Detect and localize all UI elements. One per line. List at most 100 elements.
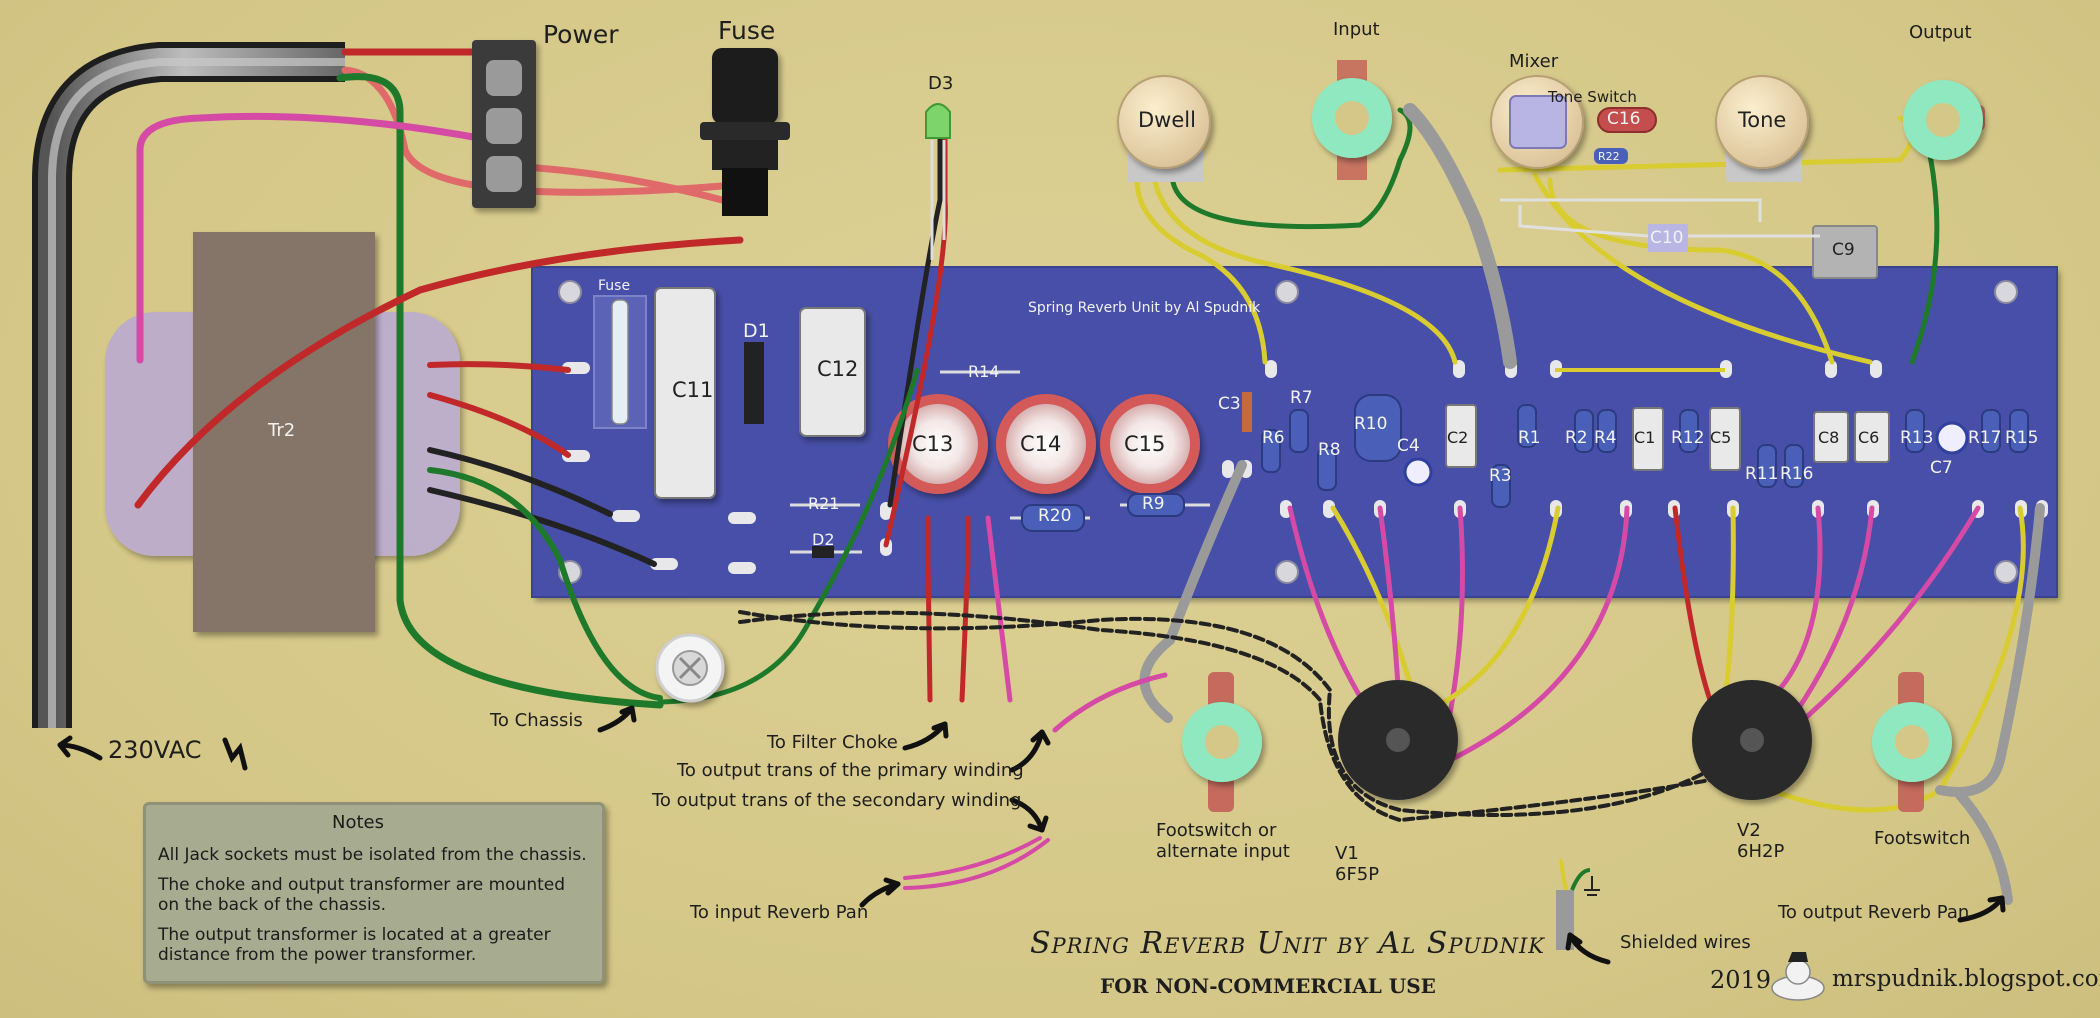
resistor-r7 [1289, 409, 1309, 453]
label-to-input-reverb: To input Reverb Pan [690, 902, 869, 923]
notes-line-1: All Jack sockets must be isolated from t… [158, 845, 587, 865]
power-switch [472, 40, 536, 208]
pcb-label-r2: R2 [1565, 428, 1588, 448]
footswitch-jack [1872, 672, 1952, 812]
label-v2-type: 6H2P [1737, 841, 1785, 862]
pcb-label-r11: R11 [1745, 464, 1779, 484]
power-transformer-tr2 [105, 232, 460, 632]
label-dwell: Dwell [1138, 108, 1196, 132]
label-to-output-reverb: To output Reverb Pan [1778, 902, 1970, 923]
pcb-label-r16: R16 [1780, 464, 1814, 484]
capacitor-c5 [1709, 407, 1741, 471]
notes-title: Notes [332, 812, 384, 833]
resistor-r6 [1261, 429, 1281, 473]
pcb-label-r7: R7 [1290, 388, 1313, 408]
tone-pot [1715, 75, 1809, 182]
label-v2: V2 [1737, 820, 1761, 841]
resistor-r9 [1127, 493, 1185, 517]
capacitor-c11 [654, 287, 716, 499]
pointer-arrows [57, 705, 2006, 965]
mains-cable [32, 42, 345, 728]
resistor-r16 [1784, 444, 1804, 488]
label-c16: C16 [1607, 109, 1641, 129]
label-shielded-wires: Shielded wires [1620, 932, 1751, 953]
pcb-resistors [1261, 394, 2029, 508]
pcb-label-c7: C7 [1930, 458, 1953, 478]
label-input: Input [1333, 19, 1380, 40]
bridge-rectifier-d1 [744, 342, 764, 424]
label-r22: R22 [1598, 150, 1620, 163]
resistor-r12 [1679, 409, 1699, 453]
notes-line-2b: on the back of the chassis. [158, 895, 387, 915]
led-d3 [925, 103, 951, 260]
pcb-label-c8: C8 [1818, 428, 1840, 447]
capacitor-c6 [1854, 411, 1890, 463]
mixer-pot [1490, 75, 1584, 169]
pcb-label-r13: R13 [1900, 428, 1934, 448]
footswitch-alt-jack [1182, 672, 1262, 812]
notes-box: Notes All Jack sockets must be isolated … [143, 802, 605, 984]
license-text: FOR NON-COMMERCIAL USE [1100, 974, 1436, 998]
label-to-chassis: To Chassis [490, 710, 583, 731]
diagram-title: Spring Reverb Unit by Al Spudnik [1030, 926, 1545, 961]
pcb-label-d1: D1 [743, 320, 770, 342]
input-jack [1312, 60, 1392, 180]
resistor-r1 [1517, 404, 1537, 448]
resistor-r11 [1757, 444, 1777, 488]
capacitor-c12 [799, 307, 866, 437]
pcb-label-r14: R14 [968, 362, 1000, 381]
pcb-label-c2: C2 [1447, 428, 1469, 447]
label-to-output-primary: To output trans of the primary winding [677, 760, 1024, 781]
resistor-r13 [1905, 409, 1925, 453]
pcb-label-r15: R15 [2005, 428, 2039, 448]
capacitor-c2 [1445, 404, 1477, 468]
label-c10: C10 [1650, 228, 1684, 248]
resistor-r15 [2009, 409, 2029, 453]
pcb-label-r12: R12 [1671, 428, 1705, 448]
year-label: 2019 [1710, 966, 1772, 994]
output-jack [1903, 80, 1985, 160]
pcb-label-r3: R3 [1489, 466, 1512, 486]
label-to-output-secondary: To output trans of the secondary winding [652, 790, 1022, 811]
diode-d2 [812, 546, 834, 558]
chassis-ground-screw [655, 633, 725, 703]
wires [134, 48, 2045, 905]
pcb-label-c11: C11 [672, 378, 714, 402]
resistor-r20 [1021, 504, 1085, 532]
resistor-r8 [1317, 447, 1337, 491]
pcb-label-c12: C12 [817, 357, 859, 381]
fuse-holder [700, 48, 790, 216]
pcb-label-r21: R21 [808, 494, 840, 513]
pcb-label-r6: R6 [1262, 428, 1285, 448]
pcb-label-r10: R10 [1354, 414, 1388, 434]
website-label: mrspudnik.blogspot.com [1832, 966, 2100, 992]
pcb-label-c3: C3 [1218, 394, 1241, 414]
pcb-mount-screws [558, 280, 2018, 584]
pcb-label-fuse: Fuse [598, 278, 631, 294]
lightning-icon [222, 737, 248, 771]
dwell-pot [1117, 75, 1211, 182]
resistor-r17 [1981, 409, 2001, 453]
shielded-wire-icon [1556, 858, 1600, 950]
label-tone-switch: Tone Switch [1548, 88, 1637, 106]
pcb-label-r9: R9 [1142, 494, 1165, 514]
capacitor-c4 [1403, 457, 1433, 487]
pcb-label-r8: R8 [1318, 440, 1341, 460]
notes-line-3a: The output transformer is located at a g… [158, 925, 551, 945]
label-230vac: 230VAC [108, 736, 202, 764]
label-c9: C9 [1832, 240, 1855, 260]
capacitor-c1 [1632, 407, 1664, 471]
label-footswitch-alt2: alternate input [1156, 841, 1290, 862]
pcb-label-c6: C6 [1858, 428, 1880, 447]
pcb-label-d2: D2 [812, 530, 835, 549]
mascot-logo [1771, 952, 1825, 1001]
tube-socket-v1 [1338, 680, 1458, 800]
label-output: Output [1909, 22, 1972, 43]
pcb-label-c4: C4 [1397, 436, 1420, 456]
mixer-caps [1500, 107, 1878, 279]
label-tone: Tone [1738, 108, 1787, 132]
pcb-film-caps [1445, 404, 1890, 471]
pcb-label-r4: R4 [1594, 428, 1617, 448]
